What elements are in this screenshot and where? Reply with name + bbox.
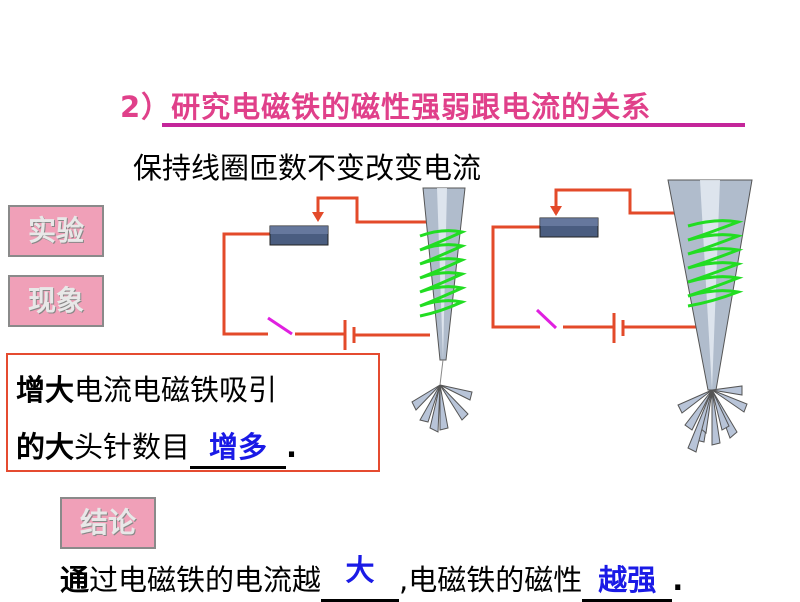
left-pins [411,384,473,433]
left-circuit [222,187,473,433]
right-wire-loop [491,225,540,329]
conclusion-tag: 结论 [60,497,156,549]
right-arrow-head [550,206,562,216]
right-circuit [491,179,753,453]
observation-line-1: 增大电流电磁铁吸引 [16,367,277,409]
conclusion-bold: 通 [60,563,90,597]
conclusion-end: . [672,563,684,597]
observation-box [6,353,380,472]
observation-line-2: 的大头针数目增多. [16,424,297,469]
left-switch-blade [267,316,293,336]
conclusion-text-2: ,电磁铁的磁性 [399,563,583,597]
observation-bold-2: 的大 [16,430,75,464]
title-underline [162,123,745,127]
conclusion-blank-2: 越强 [582,557,673,602]
left-coil [419,229,467,318]
right-pins [677,385,748,453]
conclusion-blank-1: 大 [321,553,400,602]
observation-text-2: 头针数目 [74,430,191,464]
right-wire-top [554,188,697,215]
observation-bold-1: 增大 [16,373,75,407]
observation-answer: 增多 [209,430,268,464]
page-title: 2）研究电磁铁的磁性强弱跟电流的关系 [120,90,652,124]
right-coil [687,219,744,308]
experiment-tag: 实验 [8,205,104,257]
right-switch-blade [535,308,558,330]
left-arrow-head [312,212,324,222]
conclusion-answer-1: 大 [345,553,375,587]
observation-blank: 增多 [190,424,287,469]
left-wire-loop [222,232,270,336]
left-wire-top [316,196,430,224]
conclusion-sentence: 通过电磁铁的电流越大 ,电磁铁的磁性越强. [60,553,684,602]
subtitle: 保持线圈匝数不变改变电流 [133,151,482,185]
phenomenon-tag: 现象 [8,275,104,327]
observation-end: . [286,430,298,464]
conclusion-text-1: 过电磁铁的电流越 [89,563,322,597]
conclusion-answer-2: 越强 [598,563,657,597]
observation-text-1: 电流电磁铁吸引 [74,373,278,407]
